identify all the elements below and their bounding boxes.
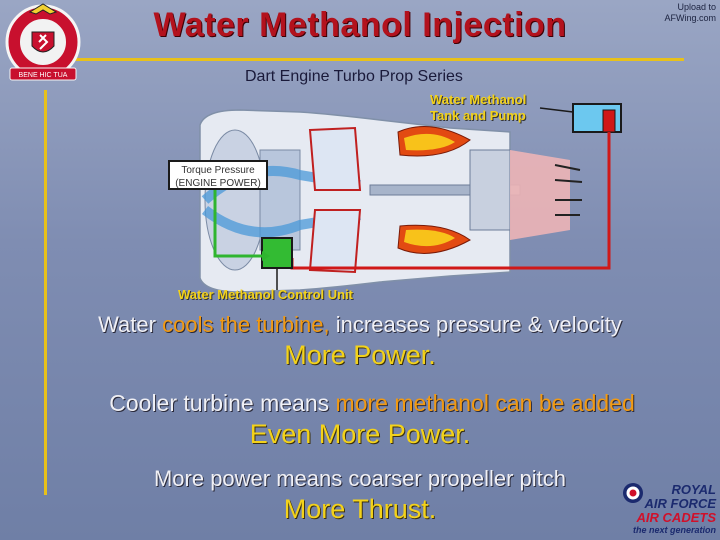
control-unit-label: Water Methanol Control Unit [178,287,354,302]
water-methanol-control-unit [261,237,293,269]
statement-1-post: increases pressure & velocity [329,312,622,337]
torque-label-line-1: Torque Pressure [181,165,255,176]
statement-3-result: More Thrust. [283,494,437,524]
page-title: Water Methanol Injection [153,6,567,44]
combustion-can-lower [308,209,362,274]
upload-note: Upload to AFWing.com [664,2,716,24]
gold-rule-horizontal [44,58,684,61]
combustion-can-upper [308,126,362,191]
signal-arrowhead [262,251,270,261]
torque-label-line-2: (ENGINE POWER) [175,178,261,189]
tank-pointer-line [539,107,574,113]
logo-line-4: the next generation [632,525,716,535]
squadron-crest: BENE HIC TUA [5,3,81,81]
exhaust-plume [510,150,570,240]
diagram-subtitle: Dart Engine Turbo Prop Series [245,68,463,85]
engine-diagram [199,103,622,293]
methanol-pump [602,109,616,133]
torque-pressure-box: Torque Pressure (ENGINE POWER) [168,160,268,190]
statement-1-pre: Water [98,312,163,337]
logo-line-1: ROYAL [671,482,716,497]
logo-line-3: AIR CADETS [636,510,716,525]
statement-3: More power means coarser propeller pitch [153,466,567,491]
torque-signal-line [213,190,262,258]
upload-note-line-2: AFWing.com [664,13,716,23]
tank-label-line-2: Tank and Pump [430,108,526,123]
logo-line-2: AIR FORCE [644,496,717,511]
crest-motto: BENE HIC TUA [19,72,68,79]
flame-lower-core [404,229,455,247]
raf-air-cadets-logo: ROYAL AIR FORCE AIR CADETS the next gene… [622,482,718,538]
turbine-stage [469,149,511,231]
statement-1-result: More Power. [284,340,436,370]
raf-roundel-icon [623,483,643,503]
statement-2-pre: Cooler turbine means [109,390,336,416]
statement-2-result: Even More Power. [249,419,471,449]
upload-note-line-1: Upload to [677,2,716,12]
tank-label-line-1: Water Methanol [430,92,527,107]
gold-rule-vertical [44,90,47,495]
exhaust-lines [554,164,583,216]
tank-label: Water Methanol Tank and Pump [430,92,526,124]
statement-1: Water cools the turbine, increases press… [0,312,720,338]
statement-2-highlight: more methanol can be added [335,390,635,416]
flame-upper-core [404,133,455,151]
statement-2: Cooler turbine means more methanol can b… [12,390,720,417]
statement-1-highlight: cools the turbine, [162,312,330,337]
